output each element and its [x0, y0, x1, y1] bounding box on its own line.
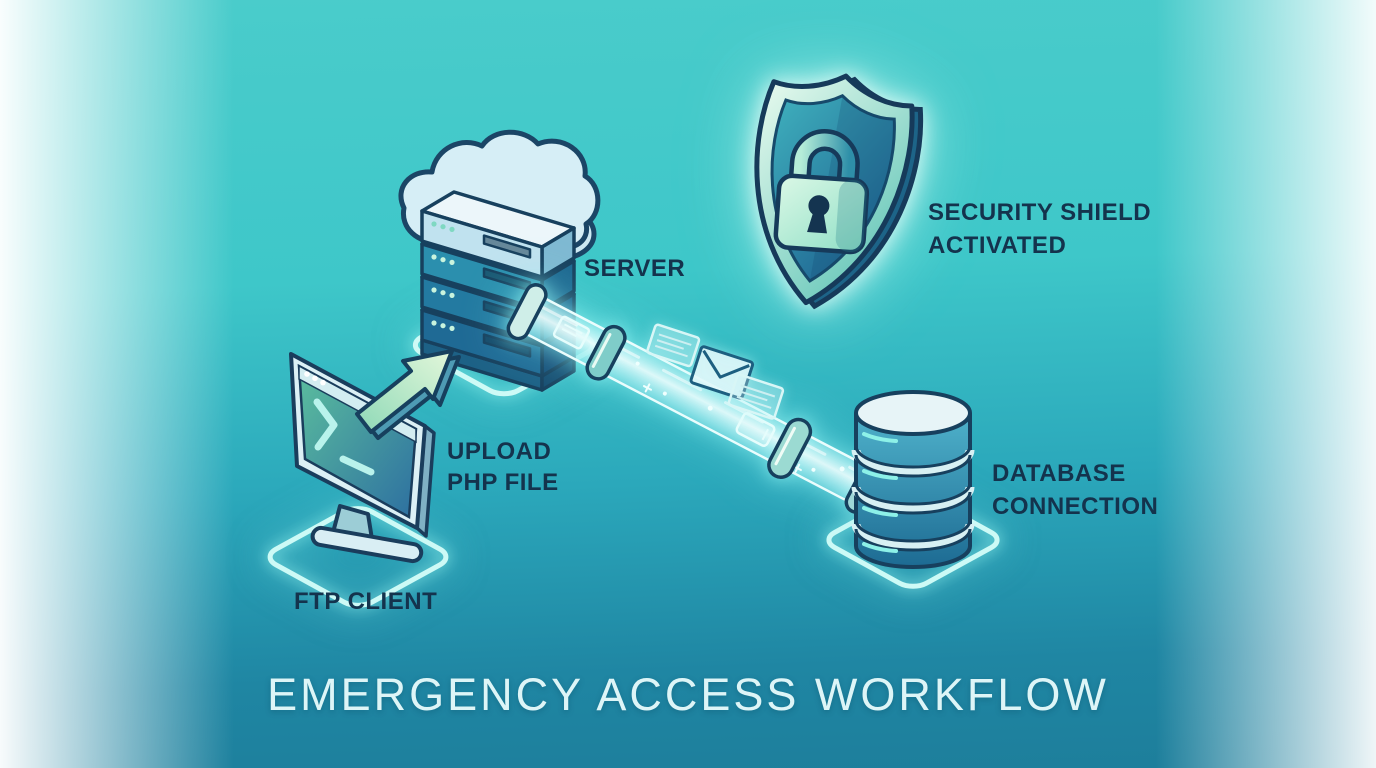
- ftp-client-label: FTP CLIENT: [294, 588, 438, 615]
- terminal-prompt-glyph: [313, 398, 338, 451]
- document-card-icon: [727, 373, 785, 420]
- floating-data-icons: [646, 323, 785, 420]
- window-dots-icon: [304, 371, 326, 386]
- pipe-file-icon: [735, 412, 776, 447]
- envelope-icon: [689, 345, 755, 400]
- ftp-client-platform-glow: [255, 498, 465, 623]
- page-title: EMERGENCY ACCESS WORKFLOW: [267, 669, 1109, 720]
- database-connection-label: DATABASE CONNECTION: [992, 460, 1159, 520]
- security-shield-label: SECURITY SHIELD ACTIVATED: [928, 199, 1152, 259]
- terminal-monitor-icon: [289, 352, 436, 564]
- padlock-icon: [773, 129, 870, 255]
- server-label: SERVER: [584, 255, 686, 282]
- database-icon: [851, 390, 975, 569]
- upload-php-file-label: UPLOAD PHP FILE: [447, 438, 559, 496]
- pipe-folder-icon: [552, 315, 591, 350]
- shield-padlock-icon: [754, 73, 924, 310]
- document-card-icon: [646, 323, 701, 368]
- terminal-cursor-glyph: [339, 455, 375, 476]
- upload-arrow-icon: [355, 349, 461, 440]
